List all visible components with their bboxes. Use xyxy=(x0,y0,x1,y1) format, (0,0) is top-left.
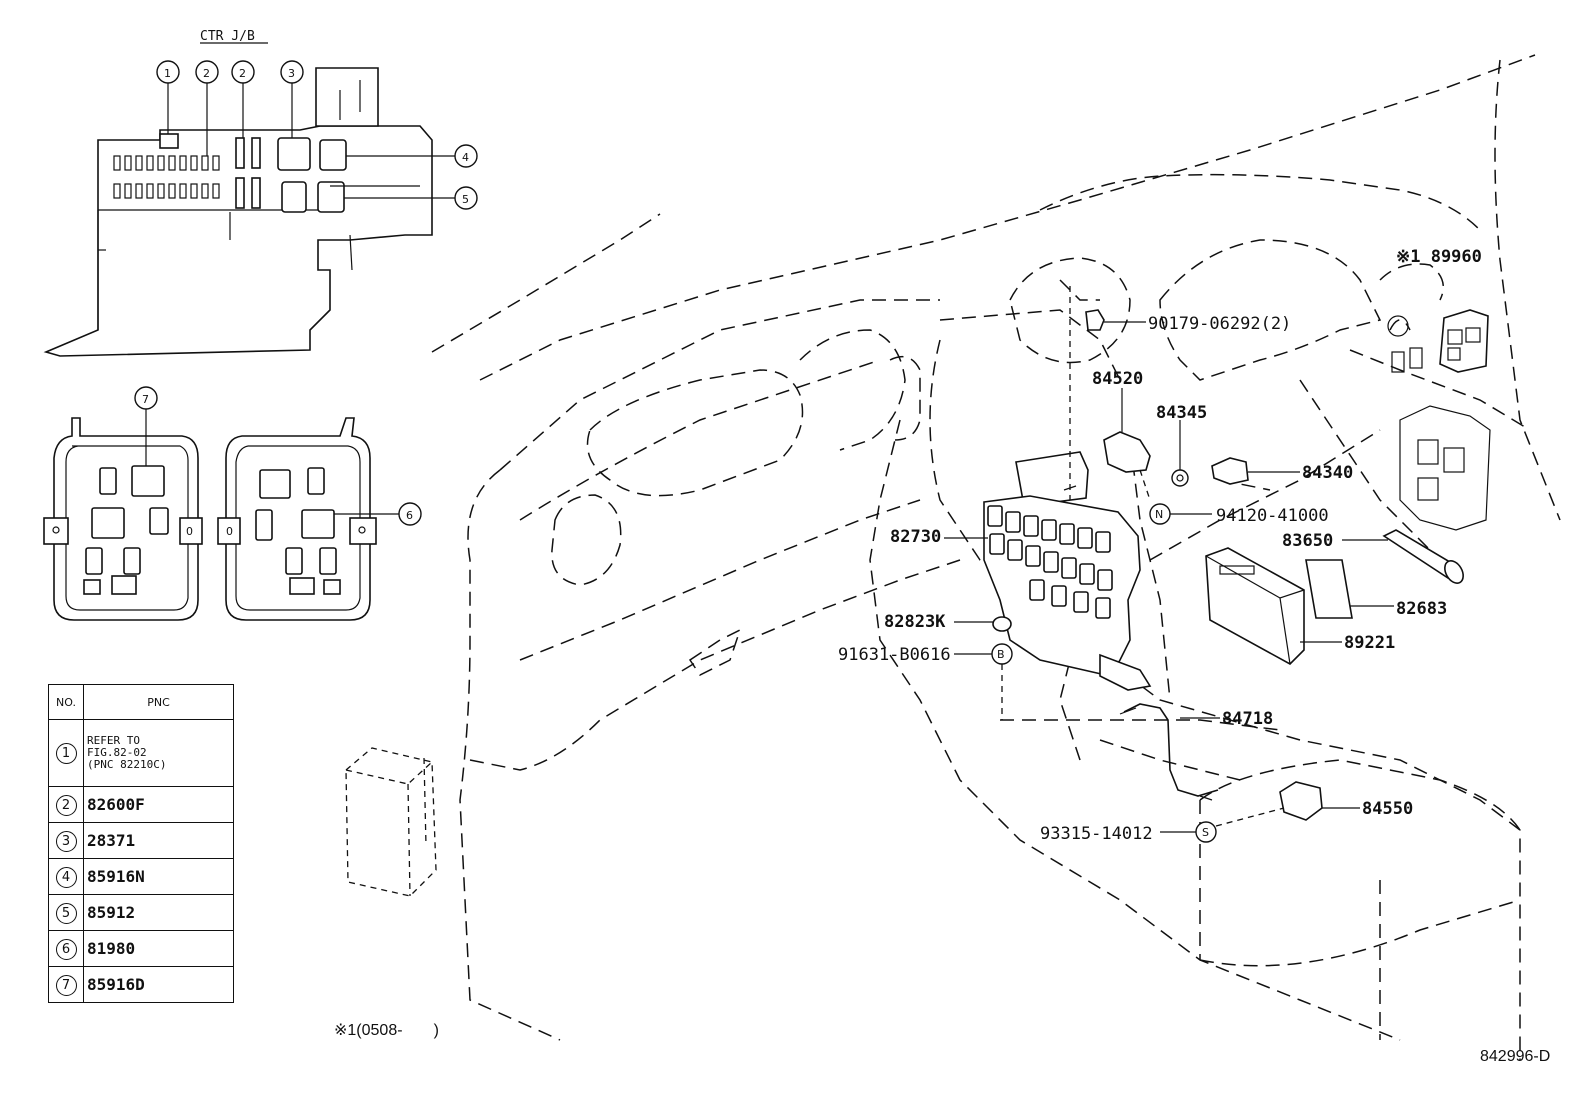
table-header-row: NO. PNC xyxy=(48,684,234,720)
label-84718: 84718 xyxy=(1222,709,1273,729)
row-value: 81980 xyxy=(83,930,234,967)
label-83650: 83650 xyxy=(1282,531,1333,551)
label-94120: 94120-41000 xyxy=(1216,506,1329,526)
fuse-slot xyxy=(124,183,132,199)
row-number: 4 xyxy=(55,866,77,888)
label-93315: 93315-14012 xyxy=(1040,824,1153,844)
fuse-slot xyxy=(212,155,220,171)
table-row: 2 82600F xyxy=(48,786,234,823)
row-value: 85912 xyxy=(83,894,234,931)
svg-text:3: 3 xyxy=(288,67,295,80)
row-number: 3 xyxy=(55,830,77,852)
fuse-slot xyxy=(212,183,220,199)
table-row: 3 28371 xyxy=(48,822,234,859)
fuse-slot xyxy=(135,183,143,199)
fuse-slot xyxy=(124,155,132,171)
label-89221: 89221 xyxy=(1344,633,1395,653)
fuse-slot xyxy=(157,183,165,199)
svg-text:7: 7 xyxy=(142,393,149,406)
row-number: 1 xyxy=(55,743,77,764)
junction-block-drawing xyxy=(43,67,433,357)
inset-title: CTR J/B xyxy=(200,29,255,44)
label-189960: ※1 89960 xyxy=(1396,247,1482,267)
fuse-slot xyxy=(113,155,121,171)
label-91631: 91631-B0616 xyxy=(838,645,951,665)
table-row: 5 85912 xyxy=(48,894,234,931)
table-header-no: NO. xyxy=(48,684,84,720)
row-number: 5 xyxy=(55,902,77,924)
dashboard-outline xyxy=(431,54,1561,1060)
label-82730: 82730 xyxy=(890,527,941,547)
label-82823k: 82823K xyxy=(884,612,946,632)
svg-text:4: 4 xyxy=(462,151,469,164)
diagram-code: 842996-D xyxy=(1480,1048,1551,1065)
table-row: 6 81980 xyxy=(48,930,234,967)
svg-text:0: 0 xyxy=(226,525,233,538)
fuse-slot xyxy=(113,183,121,199)
fuse-slot xyxy=(146,155,154,171)
symbol-b: B xyxy=(997,648,1005,661)
label-84340: 84340 xyxy=(1302,463,1353,483)
label-82683: 82683 xyxy=(1396,599,1447,619)
fuse-slot xyxy=(157,155,165,171)
row-value: 85916N xyxy=(83,858,234,895)
svg-text:2: 2 xyxy=(203,67,210,80)
inset-callouts: 1 2 2 3 4 5 xyxy=(156,60,478,210)
fuse-slot xyxy=(190,155,198,171)
table-row: 4 85916N xyxy=(48,858,234,895)
pnc-table: NO. PNC 1 REFER TO FIG.82-02 (PNC 82210C… xyxy=(48,684,234,1003)
fuse-slot xyxy=(190,183,198,199)
footnote: ※1(0508- ) xyxy=(334,1022,439,1039)
symbol-n: N xyxy=(1155,508,1163,521)
row-number: 7 xyxy=(55,974,77,996)
fuse-slot xyxy=(135,155,143,171)
fuse-slot xyxy=(201,183,209,199)
row-value: 82600F xyxy=(83,786,234,823)
label-84550: 84550 xyxy=(1362,799,1413,819)
symbol-s: S xyxy=(1202,826,1209,839)
fuse-slot xyxy=(168,155,176,171)
label-90179: 90179-06292(2) xyxy=(1148,314,1291,334)
row-number: 2 xyxy=(55,794,77,816)
label-84345: 84345 xyxy=(1156,403,1207,423)
svg-text:5: 5 xyxy=(462,193,469,206)
table-row: 1 REFER TO FIG.82-02 (PNC 82210C) xyxy=(48,719,234,787)
table-row: 7 85916D xyxy=(48,966,234,1003)
fuse-slot xyxy=(146,183,154,199)
svg-text:1: 1 xyxy=(164,67,171,80)
relay-block-left: 0 7 xyxy=(43,386,203,621)
module-outline xyxy=(345,747,437,897)
row-value: 85916D xyxy=(83,966,234,1003)
fuse-slot xyxy=(201,155,209,171)
main-junction-block xyxy=(983,451,1152,691)
row-value: 28371 xyxy=(83,822,234,859)
fuse-slot xyxy=(179,183,187,199)
row-number: 6 xyxy=(55,938,77,960)
relay-block-right: 0 6 xyxy=(217,417,422,621)
svg-text:0: 0 xyxy=(186,525,193,538)
row-note: REFER TO FIG.82-02 (PNC 82210C) xyxy=(83,719,234,787)
label-84520: 84520 xyxy=(1092,369,1143,389)
table-header-pnc: PNC xyxy=(83,684,234,720)
part-labels: ※1 89960 90179-06292(2) 84520 84345 8434… xyxy=(838,247,1482,844)
svg-text:6: 6 xyxy=(406,509,413,522)
svg-text:2: 2 xyxy=(239,67,246,80)
part-drawings xyxy=(992,286,1491,821)
fuse-slot xyxy=(168,183,176,199)
fuse-slot xyxy=(179,155,187,171)
